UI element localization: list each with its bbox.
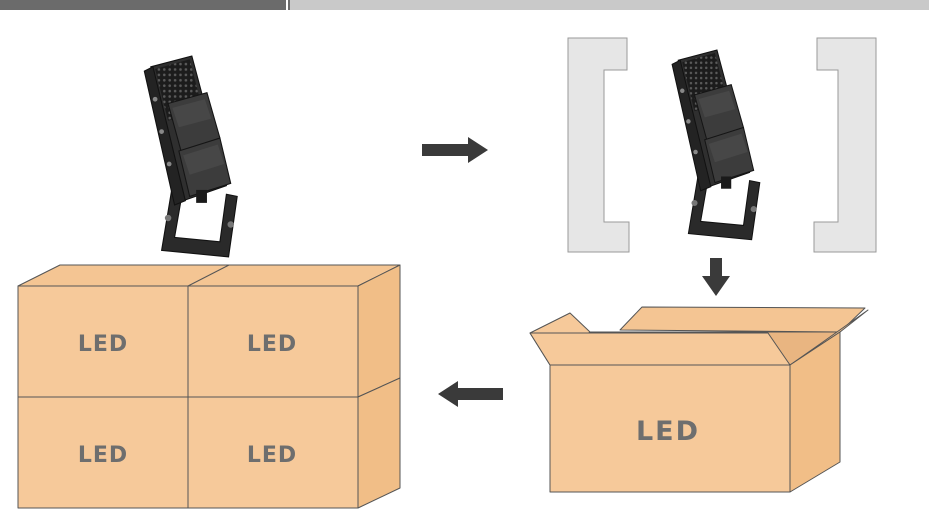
- floodlight-fixture: [143, 55, 238, 258]
- carton-box: LED: [529, 306, 869, 493]
- arrow-down-icon: [702, 258, 730, 296]
- stack-box-label: LED: [247, 332, 297, 357]
- fixture-with-foam-padding: [567, 37, 877, 253]
- stack-side-upper: [357, 264, 401, 398]
- carton-front-flap: [529, 332, 791, 366]
- arrow-left-icon: [438, 381, 503, 407]
- header-bar-dark: [0, 0, 290, 10]
- stack-box-label: LED: [78, 443, 128, 468]
- stack-box-label: LED: [247, 443, 297, 468]
- stack-box-front: [187, 396, 359, 509]
- foam-padding-left: [567, 37, 630, 253]
- carton-back-flap: [619, 306, 866, 333]
- packed-fixture: [671, 49, 761, 241]
- stack-side-lower: [357, 377, 401, 509]
- header-bar-light: [290, 0, 929, 10]
- foam-padding-right: [813, 37, 877, 253]
- carton-label: LED: [636, 416, 700, 447]
- carton-side: [789, 331, 841, 493]
- stacked-cartons: LED LED LED LED: [17, 264, 401, 509]
- stack-box-front: [17, 396, 189, 509]
- arrow-right-icon: [422, 137, 488, 163]
- stack-box-label: LED: [78, 332, 128, 357]
- stack-box-front: [17, 285, 189, 398]
